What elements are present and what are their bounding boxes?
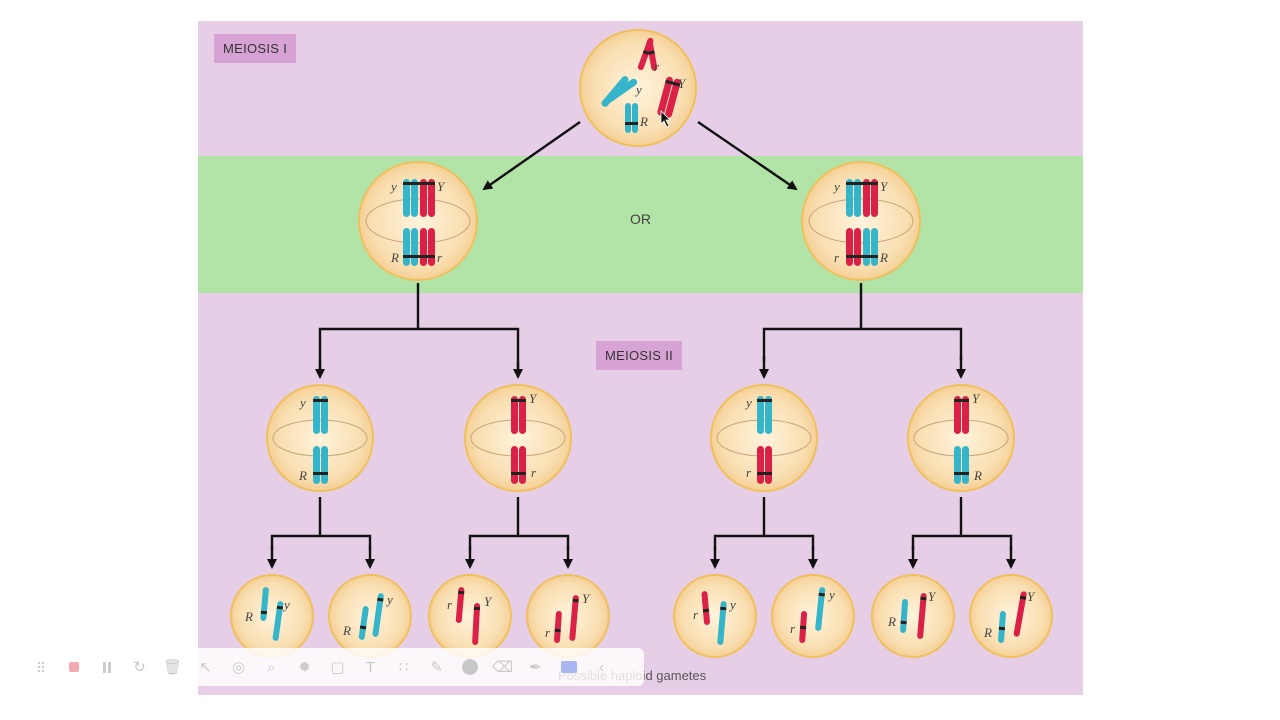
allele-Y: Y [972,391,981,406]
gamete-1: y R [230,574,314,658]
allele-Y: Y [582,591,591,606]
annotation-toolbar: ↻ 🗑 ↖ ◎ ⌕ ✹ ▢ T ∷ ✎ ⌫ ✒ ‹ [24,648,644,686]
allele-r: r [437,250,443,265]
allele-R: R [298,468,307,483]
branch-left-meiosis2 [318,283,520,376]
allele-R: R [639,114,648,129]
allele-R: R [342,623,351,638]
gamete-7: R Y [871,574,955,658]
allele-R: R [390,250,399,265]
allele-Y: Y [1027,589,1036,604]
color-icon[interactable] [552,648,585,686]
select-icon[interactable]: ↖ [199,659,212,676]
gamete-5: r y [673,574,757,658]
allele-R: R [973,468,982,483]
arrow-to-right-metaphase [697,121,798,191]
zoom-icon[interactable]: ⌕ [267,658,276,676]
allele-y: y [827,587,835,602]
undo-icon[interactable]: ↻ [133,659,146,676]
allele-y: y [389,179,397,194]
allele-R: R [244,609,253,624]
allele-R: R [879,250,888,265]
meiosis2-cell-1: y R [266,384,374,492]
metaphase-cell-right: y Y r R [801,161,921,281]
gamete-3: r Y [428,574,512,658]
pen-icon[interactable]: ✎ [430,659,443,676]
branch-gametes-3 [713,497,815,551]
allele-y: y [282,597,290,612]
emoji-icon[interactable] [453,648,486,686]
lasso-icon[interactable]: ◎ [231,659,246,676]
allele-y: y [832,179,840,194]
allele-y: y [744,395,752,410]
meiosis-figure: MEIOSIS I MEIOSIS II OR Possible haploid… [198,21,1083,695]
or-label: OR [630,211,651,227]
arrow-to-left-metaphase [482,121,581,191]
highlighter-icon[interactable]: ✒ [529,659,542,676]
pause-icon[interactable] [90,648,123,686]
meiosis2-cell-2: Y r [464,384,572,492]
meiosis-2-label: MEIOSIS II [596,341,683,370]
allele-Y: Y [484,594,493,609]
collapse-icon[interactable]: ‹ [599,658,604,676]
allele-r: r [790,621,796,636]
allele-Y: Y [880,179,889,194]
allele-Y: Y [529,391,538,406]
allele-r: r [693,607,699,622]
allele-R: R [983,625,992,640]
allele-R: R [887,614,896,629]
stop-icon[interactable] [57,648,90,686]
allele-r: r [654,59,660,74]
metaphase-cell-left: y Y R r [358,161,478,281]
allele-y: y [298,395,306,410]
gamete-4: r Y [526,574,610,658]
grid-icon[interactable]: ∷ [398,659,409,676]
parent-cell: r y Y R [579,29,697,147]
meiosis2-cell-4: Y R [907,384,1015,492]
branch-gametes-4 [911,497,1013,551]
meiosis-1-label: MEIOSIS I [214,34,297,63]
branch-right-meiosis2 [762,283,963,361]
gamete-8: R Y [969,574,1053,658]
delete-icon[interactable]: 🗑 [162,659,183,676]
allele-r: r [545,625,551,640]
connectors [267,121,1016,569]
allele-r: r [746,465,752,480]
diagram-svg: r y Y R y Y R r [230,29,1053,658]
branch-gametes-2 [468,497,570,551]
allele-y: y [728,597,736,612]
allele-r: r [834,250,840,265]
allele-r: r [531,465,537,480]
branch-gametes-1 [270,497,372,551]
spotlight-icon[interactable]: ✹ [298,659,311,676]
allele-y: y [634,82,642,97]
rectangle-icon[interactable]: ▢ [330,659,345,676]
allele-y: y [385,592,393,607]
allele-Y: Y [928,589,937,604]
metaphase-band [198,156,1083,293]
meiosis2-cell-3: y r [710,384,818,492]
eraser-icon[interactable]: ⌫ [491,659,514,676]
drag-handle-icon[interactable] [24,648,57,686]
text-icon[interactable]: T [365,658,376,676]
allele-Y: Y [678,76,687,91]
mouse-cursor [660,110,671,128]
allele-Y: Y [437,179,446,194]
allele-r: r [447,597,453,612]
gamete-2: y R [328,574,412,658]
gamete-6: r y [771,574,855,658]
